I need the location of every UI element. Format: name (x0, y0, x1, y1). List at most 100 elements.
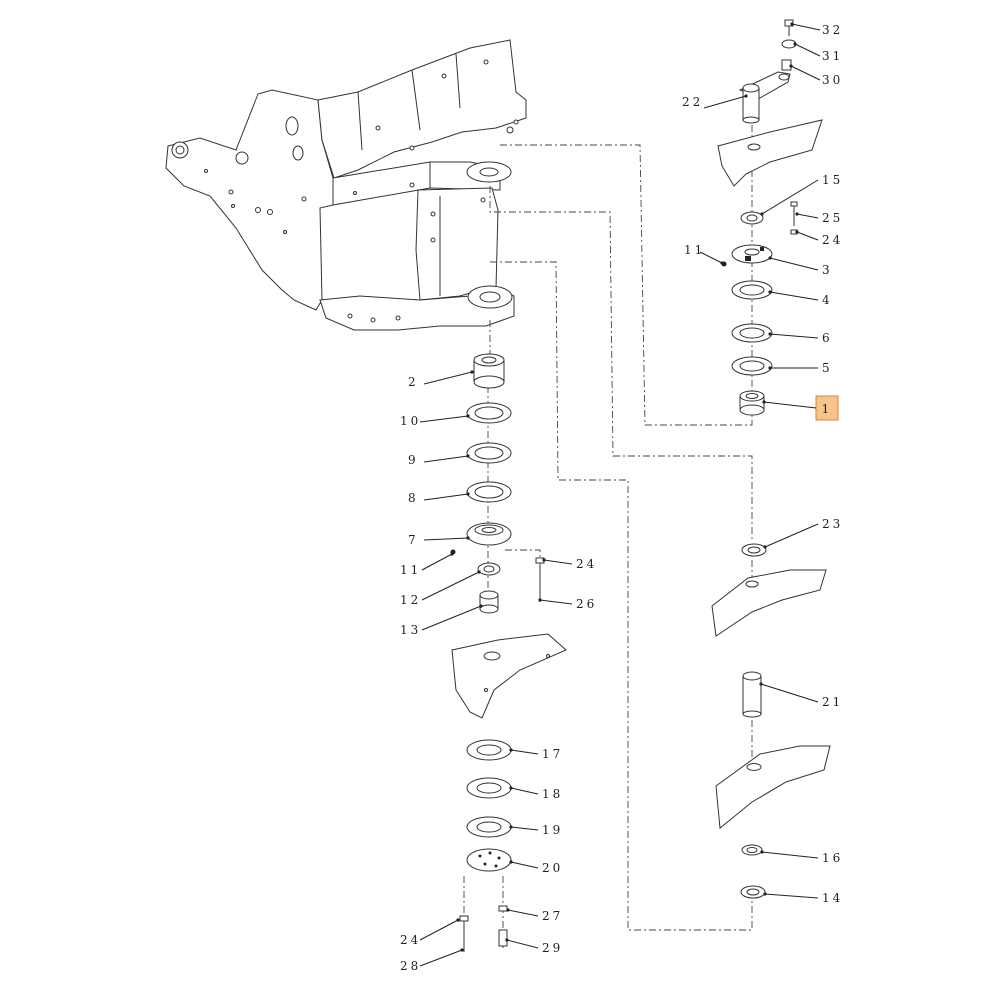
part-16-bushing (741, 844, 763, 856)
leader-line-c24a (796, 231, 819, 241)
leader-dot-c15 (760, 212, 764, 216)
callout-label-c5: 5 (822, 361, 833, 375)
leader-dot-c7 (466, 536, 470, 540)
lower-bracket-plate (715, 745, 831, 829)
leader-line-c22 (703, 95, 747, 109)
leader-dot-c27 (506, 908, 510, 912)
leader-dot-c6 (768, 332, 772, 336)
leader-dot-c23 (763, 545, 767, 549)
callout-label-c6: 6 (822, 331, 833, 345)
leader-line-c27 (507, 909, 539, 917)
part-6-washer (731, 323, 773, 343)
part-23-bushing (741, 543, 767, 557)
leader-line-c1 (763, 401, 817, 409)
part-19-disc (466, 816, 512, 838)
leader-dot-c4 (768, 290, 772, 294)
leader-lines (419, 22, 821, 967)
callout-label-c12: 12 (400, 593, 421, 607)
leader-line-c19 (510, 826, 539, 831)
leader-line-c30 (790, 65, 821, 81)
leader-dot-c5 (768, 366, 772, 370)
leader-dot-c31 (793, 42, 797, 46)
leader-dot-c20 (509, 860, 513, 864)
leader-line-c28 (419, 949, 463, 967)
leader-line-c17 (510, 749, 539, 755)
leader-line-c18 (510, 787, 539, 795)
leader-dot-c3 (768, 256, 772, 260)
callout-label-c29: 29 (542, 941, 563, 955)
leader-dot-c10 (466, 414, 470, 418)
leader-dot-c2 (470, 370, 474, 374)
callout-label-c24b: 24 (576, 557, 597, 571)
callout-label-c7: 7 (408, 533, 419, 547)
callout-label-c28: 28 (400, 959, 421, 973)
leader-dot-c16 (760, 850, 764, 854)
leader-dot-c32 (790, 22, 794, 26)
leader-dot-c26 (538, 598, 542, 602)
callout-label-c22: 22 (682, 95, 703, 109)
callout-label-c20: 20 (542, 861, 563, 875)
leader-line-c25 (796, 213, 819, 219)
callout-label-c11a: 11 (684, 243, 705, 257)
middle-bracket-plate (711, 569, 827, 637)
callout-label-c3: 3 (822, 263, 833, 277)
part-3-clamp (731, 244, 773, 264)
part-13-bushing (479, 590, 499, 614)
callout-label-c18: 18 (542, 787, 563, 801)
part-27-nut (498, 905, 508, 912)
leader-dot-c14 (763, 892, 767, 896)
leader-dot-c1 (762, 400, 766, 404)
leader-line-c11a (699, 251, 723, 264)
right-upper-stack (717, 19, 823, 416)
callout-label-c4: 4 (822, 293, 833, 307)
leader-dot-c11b (450, 552, 454, 556)
leader-line-c13 (421, 605, 482, 631)
part-17-disc (466, 739, 512, 761)
part-22-pin-arm (738, 71, 791, 124)
upper-bracket-plate (717, 119, 823, 187)
leader-line-c15 (761, 179, 819, 215)
leader-line-c2 (423, 371, 473, 385)
leader-line-c16 (761, 851, 819, 859)
leader-dot-c19 (509, 825, 513, 829)
leader-dot-c12 (477, 570, 481, 574)
part-15-bushing (740, 211, 764, 225)
part-14-bushing (740, 885, 766, 899)
main-frame (165, 39, 527, 331)
callout-label-c11b: 11 (400, 563, 421, 577)
leader-line-c3 (769, 257, 819, 271)
callout-label-c27: 27 (542, 909, 563, 923)
center-stack (450, 353, 567, 952)
part-2-bushing (473, 353, 505, 389)
leader-line-c29 (506, 939, 539, 949)
leader-line-c20 (510, 861, 539, 869)
leader-dot-c24a (795, 230, 799, 234)
leader-line-c23 (764, 523, 819, 548)
callout-label-c32: 32 (822, 23, 843, 37)
leader-dot-c28 (460, 948, 464, 952)
callout-label-c26: 26 (576, 597, 597, 611)
part-30-nut (781, 59, 792, 71)
part-24-nut-lower (459, 915, 469, 922)
callout-label-c16: 16 (822, 851, 843, 865)
leader-dot-c30 (789, 64, 793, 68)
leader-dot-c18 (509, 786, 513, 790)
part-5-washer (731, 356, 773, 376)
callout-label-c1: 1 (822, 402, 833, 416)
callout-label-c13: 13 (400, 623, 421, 637)
part-7-clamp (466, 522, 512, 546)
callout-label-c24a: 24 (822, 233, 843, 247)
leader-line-c14 (764, 893, 819, 899)
leader-dot-c22 (744, 94, 748, 98)
callout-label-c8: 8 (408, 491, 419, 505)
part-20-plate (466, 848, 512, 872)
leader-dot-c11a (720, 261, 724, 265)
callout-label-c17: 17 (542, 747, 563, 761)
leader-dot-c29 (505, 938, 509, 942)
leader-line-c11b (421, 553, 453, 571)
center-bracket-plate (451, 633, 567, 719)
leader-line-c31 (794, 43, 821, 57)
leader-dot-c9 (466, 454, 470, 458)
callout-label-c24c: 24 (400, 933, 421, 947)
part-8-washer (466, 481, 512, 503)
